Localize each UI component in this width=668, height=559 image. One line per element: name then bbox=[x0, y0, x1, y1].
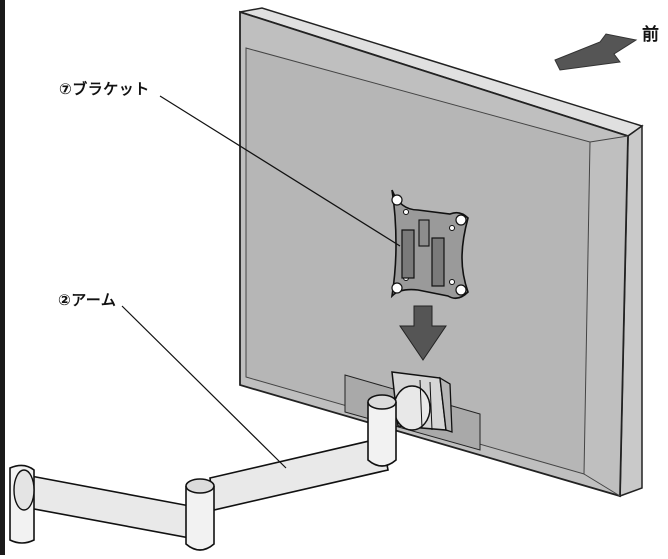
down-arrow-icon bbox=[399, 305, 447, 361]
bracket-plate bbox=[390, 189, 469, 300]
arm-lower-segment bbox=[17, 473, 191, 539]
screw-hole bbox=[455, 214, 467, 226]
arm-head-mount bbox=[391, 371, 453, 433]
arm-elbow-joint-upper bbox=[367, 402, 397, 467]
bracket-center-hook bbox=[418, 219, 430, 247]
front-direction-label: 前 bbox=[642, 25, 660, 45]
bracket-callout-label: ⑦ブラケット bbox=[59, 80, 150, 98]
leader-line-bracket bbox=[159, 95, 401, 247]
screw-hole bbox=[455, 284, 467, 296]
bracket-slot-right bbox=[431, 237, 445, 287]
arm bbox=[9, 394, 397, 551]
screw-hole bbox=[391, 282, 403, 294]
arm-upper-segment bbox=[209, 437, 389, 511]
screw-hole bbox=[391, 194, 403, 206]
front-direction-arrow-icon bbox=[554, 33, 638, 71]
frame-left-edge bbox=[0, 0, 5, 555]
leader-line-arm bbox=[121, 305, 287, 469]
arm-callout-label: ②アーム bbox=[58, 291, 117, 309]
arm-elbow-joint-lower bbox=[185, 486, 215, 551]
bracket-slot-left bbox=[401, 229, 415, 279]
